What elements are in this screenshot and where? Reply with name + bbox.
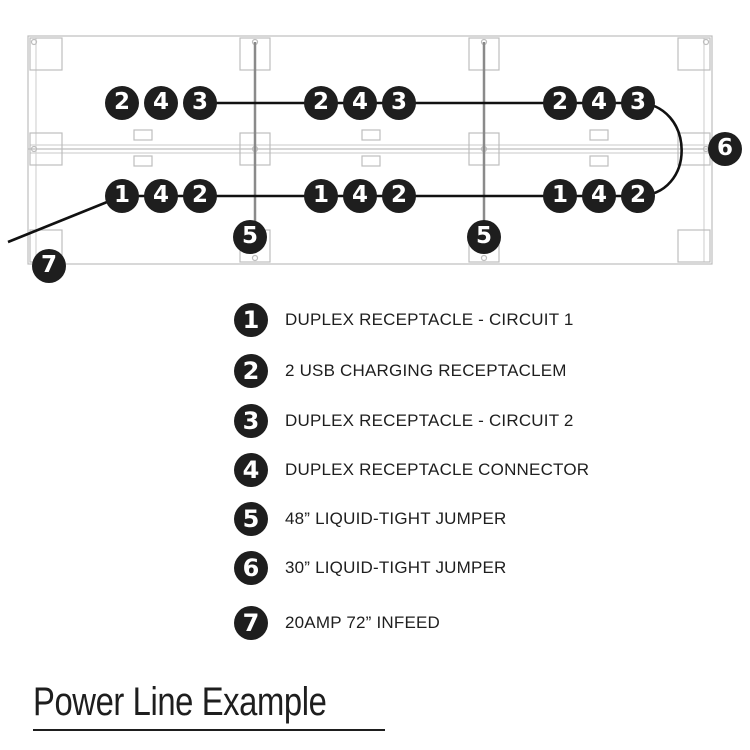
receptacle-top-right-2-label: 4 (591, 89, 607, 115)
legend-label: DUPLEX RECEPTACLE CONNECTOR (285, 460, 590, 479)
receptacle-bottom-middle-2-label: 4 (352, 182, 368, 208)
receptacle-top-left-1-label: 2 (114, 89, 130, 115)
legend-badge: 3 (234, 404, 268, 438)
receptacle-bottom-right-3-label: 2 (630, 182, 646, 208)
receptacle-top-middle-2-badge (343, 86, 377, 120)
receptacle-bottom-left-3-label: 2 (192, 182, 208, 208)
legend-item-7: 7 20AMP 72” INFEED (234, 603, 440, 643)
receptacle-bottom-right-2-badge (582, 179, 616, 213)
legend-label: 20AMP 72” INFEED (285, 613, 440, 632)
receptacle-bottom-middle-3-label: 2 (391, 182, 407, 208)
receptacle-bottom-right-2-label: 4 (591, 182, 607, 208)
page-title: Power Line Example (33, 680, 327, 724)
legend-badge: 7 (234, 606, 268, 640)
receptacle-top-middle-2-label: 4 (352, 89, 368, 115)
wiring (7, 101, 683, 244)
receptacle-top-right-1-badge (543, 86, 577, 120)
infeed-label: 7 (41, 252, 57, 278)
legend-badge: 1 (234, 303, 268, 337)
legend-item-5: 5 48” LIQUID-TIGHT JUMPER (234, 499, 507, 539)
infeed-wire (7, 194, 123, 244)
legend-item-6: 6 30” LIQUID-TIGHT JUMPER (234, 548, 507, 588)
grommet (133, 155, 153, 167)
receptacle-top-left-2-badge (144, 86, 178, 120)
receptacle-bottom-left-1-badge (105, 179, 139, 213)
legend-item-2: 2 2 USB CHARGING RECEPTACLEM (234, 351, 567, 391)
receptacle-top-right-2-badge (582, 86, 616, 120)
receptacle-top-right-3-label: 3 (630, 89, 646, 115)
receptacle-bottom-right-1-badge (543, 179, 577, 213)
legend-item-1: 1 DUPLEX RECEPTACLE - CIRCUIT 1 (234, 300, 574, 340)
receptacle-bottom-right-3-badge (621, 179, 655, 213)
corner-plate (677, 229, 711, 263)
legend-badge: 6 (234, 551, 268, 585)
receptacle-top-right-3-badge (621, 86, 655, 120)
legend-badge: 5 (234, 502, 268, 536)
legend-label: 48” LIQUID-TIGHT JUMPER (285, 509, 507, 528)
receptacle-top-left-2-label: 4 (153, 89, 169, 115)
legend-badge: 4 (234, 453, 268, 487)
jumper-48-lines (253, 42, 486, 234)
grommet (589, 129, 609, 141)
legend-item-4: 4 DUPLEX RECEPTACLE CONNECTOR (234, 450, 589, 490)
receptacle-top-middle-1-badge (304, 86, 338, 120)
legend-label: 30” LIQUID-TIGHT JUMPER (285, 558, 507, 577)
receptacle-bottom-middle-1-label: 1 (313, 182, 329, 208)
title-underline (33, 729, 385, 731)
receptacle-bottom-left-2-badge (144, 179, 178, 213)
corner-plate (677, 37, 711, 71)
receptacle-top-middle-1-label: 2 (313, 89, 329, 115)
jumper-48-2-badge (467, 220, 501, 254)
corner-plate (29, 37, 63, 71)
legend-item-3: 3 DUPLEX RECEPTACLE - CIRCUIT 2 (234, 401, 574, 441)
jumper-48-1-badge (233, 220, 267, 254)
receptacle-top-left-3-badge (183, 86, 217, 120)
receptacle-bottom-right-1-label: 1 (552, 182, 568, 208)
receptacle-top-middle-3-badge (382, 86, 416, 120)
grommet (361, 155, 381, 167)
receptacle-bottom-middle-1-badge (304, 179, 338, 213)
legend-label: DUPLEX RECEPTACLE - CIRCUIT 1 (285, 310, 574, 329)
jumper-30-label: 6 (717, 135, 733, 161)
legend-badge: 2 (234, 354, 268, 388)
receptacle-top-middle-3-label: 3 (391, 89, 407, 115)
jumper-48-2-label: 5 (476, 223, 492, 249)
receptacle-bottom-middle-2-badge (343, 179, 377, 213)
legend-label: DUPLEX RECEPTACLE - CIRCUIT 2 (285, 411, 574, 430)
table-top-outline (27, 35, 713, 265)
receptacle-top-left-3-label: 3 (192, 89, 208, 115)
receptacle-bottom-middle-3-badge (382, 179, 416, 213)
table-outlines (27, 35, 713, 265)
legend-label: 2 USB CHARGING RECEPTACLEM (285, 361, 567, 380)
grommet (133, 129, 153, 141)
receptacle-bottom-left-3-badge (183, 179, 217, 213)
jumper-30-wire (636, 101, 683, 198)
receptacle-bottom-left-1-label: 1 (114, 182, 130, 208)
infeed-badge (32, 249, 66, 283)
jumper-30-badge (708, 132, 742, 166)
receptacle-bottom-left-2-label: 4 (153, 182, 169, 208)
receptacle-top-right-1-label: 2 (552, 89, 568, 115)
grommet (589, 155, 609, 167)
receptacle-top-left-1-badge (105, 86, 139, 120)
jumper-48-1-label: 5 (242, 223, 258, 249)
grommet (361, 129, 381, 141)
